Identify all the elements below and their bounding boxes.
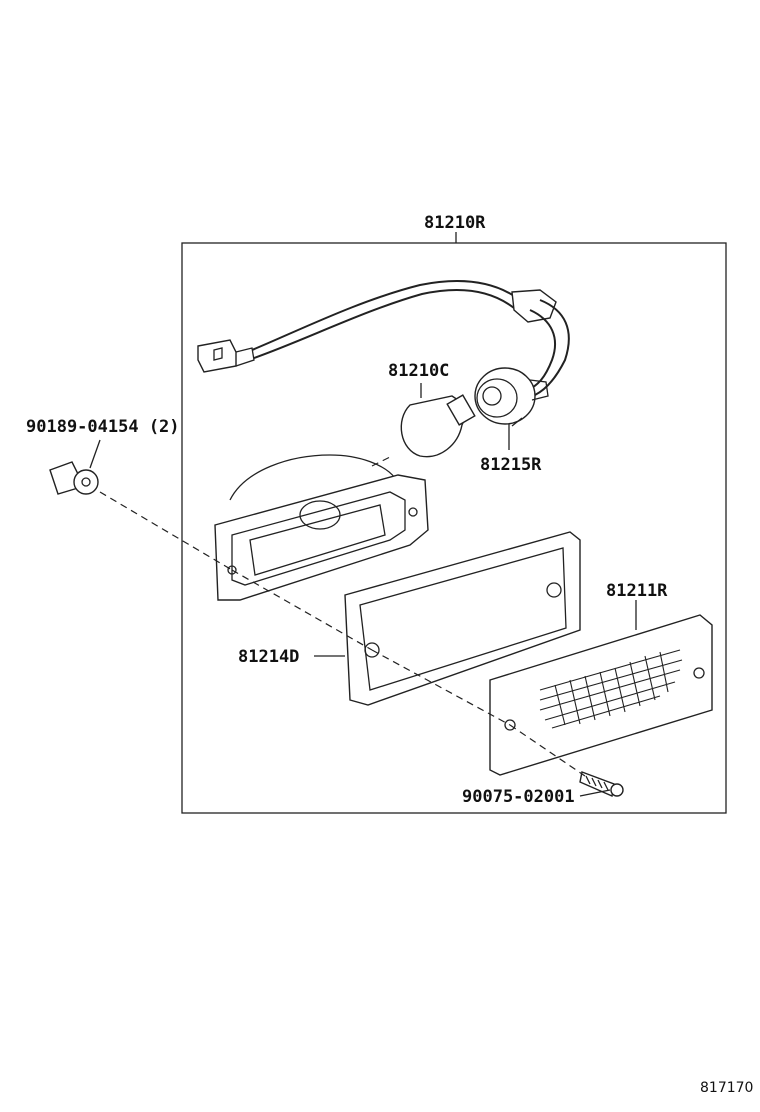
label-assembly: 81210R xyxy=(424,213,486,233)
assembly-lines xyxy=(99,491,586,777)
bulb-part xyxy=(400,383,476,458)
lamp-housing xyxy=(214,454,429,601)
gasket-part xyxy=(314,531,581,706)
label-bulb: 81210C xyxy=(388,361,449,381)
label-lens: 81211R xyxy=(606,581,668,601)
label-clip: 90189-04154 (2) xyxy=(26,417,180,437)
socket-part xyxy=(474,367,549,450)
clip-part xyxy=(49,439,101,495)
assembly-frame xyxy=(181,232,727,814)
diagram-reference: 817170 xyxy=(700,1080,753,1096)
label-socket: 81215R xyxy=(480,455,542,475)
screw-part xyxy=(579,771,624,798)
label-screw: 90075-02001 xyxy=(462,787,575,807)
label-gasket: 81214D xyxy=(238,647,299,667)
lens-part xyxy=(489,600,713,776)
wire-harness xyxy=(197,279,570,396)
